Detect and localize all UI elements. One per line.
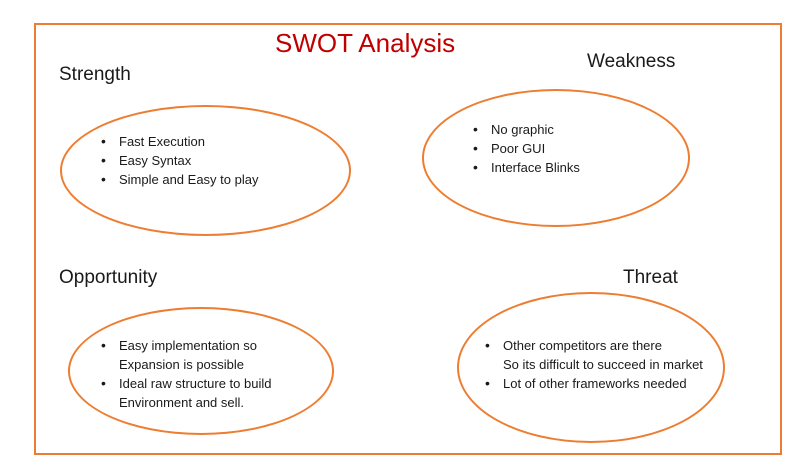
weakness-list: No graphic Poor GUI Interface Blinks — [469, 120, 580, 177]
strength-heading: Strength — [59, 64, 131, 85]
opportunity-item: Ideal raw structure to build — [97, 374, 271, 393]
threat-list: Other competitors are there So its diffi… — [481, 336, 703, 393]
weakness-item: Poor GUI — [469, 139, 580, 158]
opportunity-ellipse — [68, 307, 334, 435]
strength-item: Simple and Easy to play — [97, 170, 258, 189]
strength-list: Fast Execution Easy Syntax Simple and Ea… — [97, 132, 258, 189]
opportunity-item-continuation: Expansion is possible — [119, 357, 245, 372]
weakness-item: Interface Blinks — [469, 158, 580, 177]
threat-ellipse — [457, 292, 725, 443]
opportunity-list: Easy implementation so Expansion is poss… — [97, 336, 271, 412]
diagram-title: SWOT Analysis — [275, 28, 456, 58]
weakness-item: No graphic — [469, 120, 580, 139]
strength-item: Fast Execution — [97, 132, 258, 151]
threat-item: Lot of other frameworks needed — [481, 374, 703, 393]
threat-item: Other competitors are there — [481, 336, 703, 355]
opportunity-heading: Opportunity — [59, 267, 158, 288]
opportunity-item: Easy implementation so — [97, 336, 271, 355]
opportunity-item-continuation: Environment and sell. — [119, 395, 245, 410]
threat-heading: Threat — [623, 267, 678, 288]
swot-frame — [34, 23, 782, 455]
weakness-heading: Weakness — [587, 51, 676, 72]
threat-item-continuation: So its difficult to succeed in market — [503, 357, 703, 372]
strength-item: Easy Syntax — [97, 151, 258, 170]
